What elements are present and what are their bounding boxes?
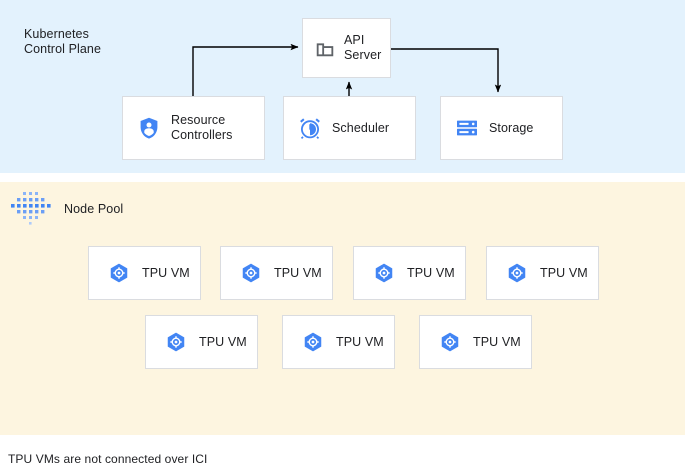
node-pool-title: Node Pool: [64, 202, 124, 216]
building-icon: [314, 37, 336, 59]
node-pool-panel: [0, 182, 685, 435]
tpu-hexagon-icon: [302, 331, 324, 353]
tpu-hexagon-icon: [439, 331, 461, 353]
tpu-vm-card[interactable]: TPU VM: [353, 246, 466, 300]
tpu-vm-label: TPU VM: [407, 266, 455, 280]
node-api-server[interactable]: API Server: [302, 18, 391, 78]
tpu-vm-label: TPU VM: [473, 335, 521, 349]
node-api-server-label: API Server: [344, 33, 382, 62]
alarm-clock-icon: [298, 116, 322, 140]
tpu-hexagon-icon: [240, 262, 262, 284]
dot-cluster-icon: [10, 190, 52, 228]
tpu-hexagon-icon: [108, 262, 130, 284]
control-plane-title: Kubernetes Control Plane: [24, 27, 102, 56]
tpu-vm-label: TPU VM: [142, 266, 190, 280]
tpu-vm-card[interactable]: TPU VM: [282, 315, 395, 369]
server-rack-icon: [455, 116, 479, 140]
tpu-vm-label: TPU VM: [199, 335, 247, 349]
tpu-vm-card[interactable]: TPU VM: [220, 246, 333, 300]
tpu-hexagon-icon: [373, 262, 395, 284]
tpu-vm-label: TPU VM: [540, 266, 588, 280]
tpu-vm-label: TPU VM: [336, 335, 384, 349]
node-storage-label: Storage: [489, 120, 534, 135]
node-resource-controllers-label: Resource Controllers: [171, 113, 233, 142]
tpu-hexagon-icon: [165, 331, 187, 353]
tpu-vm-label: TPU VM: [274, 266, 322, 280]
node-pool-header: Node Pool: [10, 190, 123, 228]
tpu-hexagon-icon: [506, 262, 528, 284]
shield-person-icon: [137, 116, 161, 140]
tpu-vm-card[interactable]: TPU VM: [145, 315, 258, 369]
node-storage[interactable]: Storage: [440, 96, 563, 160]
tpu-vm-card[interactable]: TPU VM: [88, 246, 201, 300]
node-scheduler[interactable]: Scheduler: [283, 96, 416, 160]
node-resource-controllers[interactable]: Resource Controllers: [122, 96, 265, 160]
diagram-caption: TPU VMs are not connected over ICI: [8, 452, 208, 466]
node-scheduler-label: Scheduler: [332, 120, 390, 135]
tpu-vm-card[interactable]: TPU VM: [486, 246, 599, 300]
tpu-vm-card[interactable]: TPU VM: [419, 315, 532, 369]
